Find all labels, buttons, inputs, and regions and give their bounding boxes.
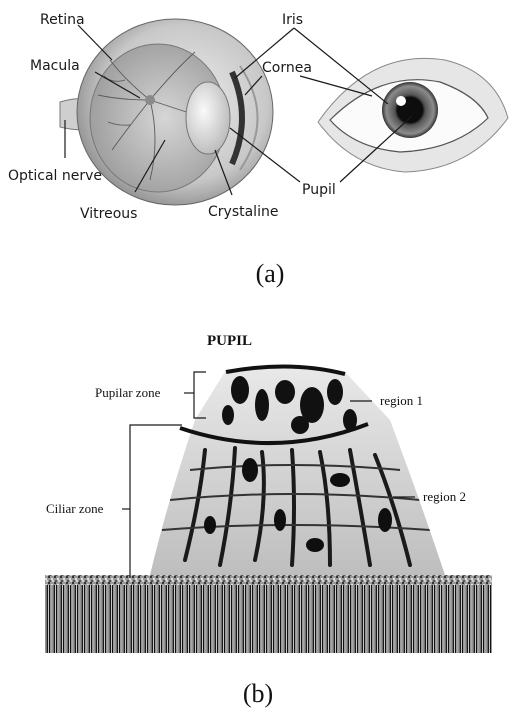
label-macula: Macula	[30, 58, 80, 74]
label-vitreous: Vitreous	[80, 206, 137, 222]
panel-b: PUPIL	[45, 333, 492, 708]
label-region1: region 1	[380, 393, 423, 408]
label-region2: region 2	[423, 489, 466, 504]
panel-a: Retina Iris Macula Cornea Optical nerve …	[8, 12, 508, 288]
lens-shape	[186, 82, 230, 154]
noise-band	[45, 575, 492, 585]
label-crystaline: Crystaline	[208, 204, 278, 220]
caption-a: (a)	[256, 259, 285, 288]
caption-b: (b)	[243, 679, 273, 708]
label-optical-nerve: Optical nerve	[8, 168, 102, 184]
label-ciliar-zone: Ciliar zone	[46, 501, 104, 516]
label-cornea: Cornea	[262, 60, 312, 76]
label-pupil: Pupil	[302, 182, 336, 198]
striped-base	[45, 585, 492, 653]
label-pupilar-zone: Pupilar zone	[95, 385, 161, 400]
macula-spot	[145, 95, 155, 105]
label-pupil-heading: PUPIL	[207, 333, 252, 349]
external-eye-highlight	[396, 96, 406, 106]
label-iris: Iris	[282, 12, 303, 28]
label-retina: Retina	[40, 12, 85, 28]
